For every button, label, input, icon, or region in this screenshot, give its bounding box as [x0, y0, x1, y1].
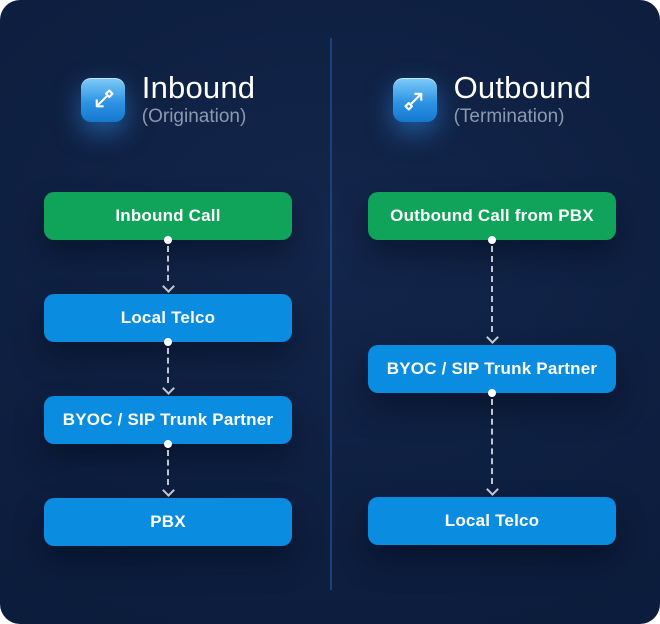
inbound-subtitle: (Origination): [141, 105, 247, 127]
inbound-column: Inbound (Origination) Inbound Call Local…: [44, 0, 292, 624]
arrowhead-icon: [161, 280, 175, 293]
connector-dot: [164, 236, 172, 244]
outbound-title: Outbound: [453, 70, 592, 105]
connector-dot: [164, 440, 172, 448]
node-local-telco: Local Telco: [44, 294, 292, 342]
arrowhead-icon: [485, 331, 499, 344]
dashed-line: [167, 348, 169, 383]
arrow-up-right-icon: [392, 78, 437, 123]
node-local-telco: Local Telco: [368, 497, 616, 545]
node-outbound-call-from-pbx: Outbound Call from PBX: [368, 192, 616, 240]
connector-dot: [164, 338, 172, 346]
connector: [161, 338, 175, 396]
connector: [161, 440, 175, 498]
node-inbound-call: Inbound Call: [44, 192, 292, 240]
node-byoc-sip-trunk-partner: BYOC / SIP Trunk Partner: [368, 345, 616, 393]
connector-dot: [488, 236, 496, 244]
outbound-header-text: Outbound (Termination): [453, 70, 592, 128]
dashed-line: [491, 246, 493, 332]
inbound-title: Inbound: [141, 70, 256, 105]
connector: [485, 236, 499, 345]
inbound-header: Inbound (Origination): [44, 70, 292, 128]
connector-dot: [488, 389, 496, 397]
column-divider: [330, 38, 332, 590]
arrowhead-icon: [485, 483, 499, 496]
connector: [161, 236, 175, 294]
outbound-header: Outbound (Termination): [368, 70, 616, 128]
dashed-line: [491, 399, 493, 484]
arrowhead-icon: [161, 484, 175, 497]
arrowhead-icon: [161, 382, 175, 395]
outbound-column: Outbound (Termination) Outbound Call fro…: [368, 0, 616, 624]
node-byoc-sip-trunk-partner: BYOC / SIP Trunk Partner: [44, 396, 292, 444]
outbound-subtitle: (Termination): [453, 105, 565, 127]
dashed-line: [167, 246, 169, 281]
arrow-down-left-icon: [80, 78, 125, 123]
connector: [485, 389, 499, 497]
node-pbx: PBX: [44, 498, 292, 546]
dashed-line: [167, 450, 169, 485]
inbound-header-text: Inbound (Origination): [141, 70, 256, 128]
